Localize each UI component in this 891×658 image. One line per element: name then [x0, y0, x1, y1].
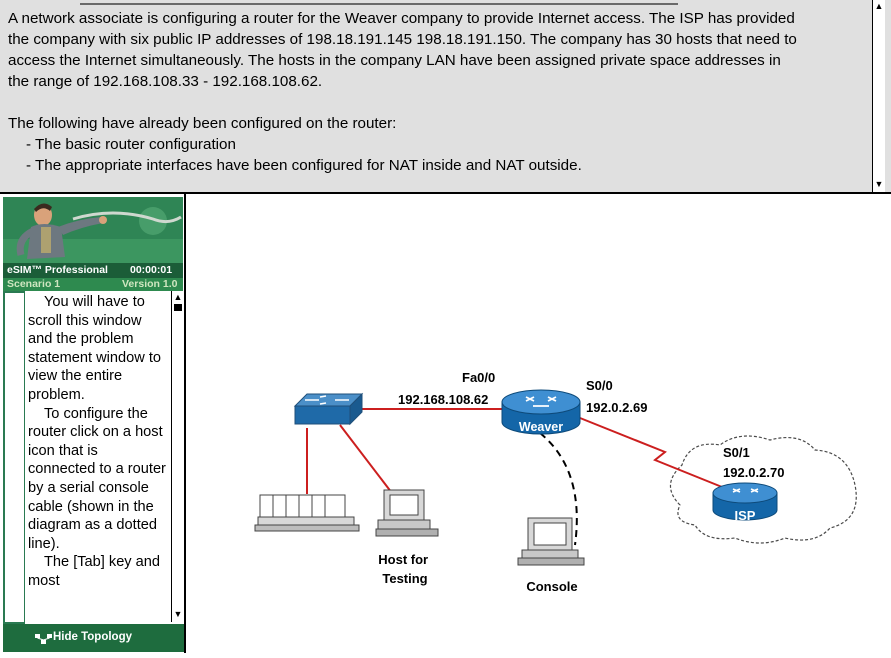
console-cable: [539, 432, 578, 546]
problem-line: the range of 192.168.108.33 - 192.168.10…: [8, 73, 323, 90]
problem-bullet: - The basic router configuration: [26, 136, 236, 153]
fa00-label: Fa0/0: [462, 370, 495, 385]
scroll-up-arrow-icon[interactable]: ▲: [173, 292, 183, 302]
scroll-up-arrow-icon[interactable]: ▲: [874, 1, 884, 11]
weaver-router-label: Weaver: [519, 420, 563, 434]
problem-scrollbar[interactable]: ▲ ▼: [872, 0, 885, 192]
isp-router-label: ISP: [735, 508, 756, 523]
problem-line: the company with six public IP addresses…: [8, 31, 797, 48]
hide-topology-label: Hide Topology: [53, 631, 133, 643]
problem-line: A network associate is configuring a rou…: [8, 10, 795, 27]
fa00-ip-label: 192.168.108.62: [398, 392, 488, 407]
host-for-testing-icon[interactable]: [375, 489, 439, 537]
pc-cluster-icon[interactable]: [254, 494, 360, 532]
s01-label: S0/1: [723, 445, 750, 460]
scroll-thumb[interactable]: [174, 304, 182, 311]
host-for-testing-label: Host for Testing: [378, 552, 431, 586]
timer: 00:00:01: [130, 264, 173, 276]
scroll-down-arrow-icon[interactable]: ▼: [874, 179, 884, 189]
version-label: Version 1.0: [122, 278, 178, 290]
problem-bullet: - The appropriate interfaces have been c…: [26, 157, 582, 174]
instructions-text: You will have to scroll this window and …: [28, 293, 166, 622]
hide-topology-button[interactable]: Hide Topology: [3, 624, 184, 652]
network-technician-icon: [3, 197, 183, 263]
scenario-bar: Scenario 1 Version 1.0: [3, 278, 183, 291]
problem-line: access the Internet simultaneously. The …: [8, 52, 781, 69]
problem-lead: The following have already been configur…: [8, 115, 397, 132]
s00-label: S0/0: [586, 378, 613, 393]
host-label-line2: Testing: [382, 571, 427, 586]
console-pc-icon[interactable]: [517, 517, 585, 566]
topology-canvas: Weaver ISP Fa0/0 192.168.108.62 S0/0 192…: [254, 370, 857, 594]
topology-icon: [35, 634, 52, 644]
problem-text: A network associate is configuring a rou…: [8, 8, 870, 176]
link-switch-host: [339, 424, 396, 498]
problem-statement-panel: A network associate is configuring a rou…: [0, 0, 891, 194]
s00-ip-label: 192.0.2.69: [586, 400, 647, 415]
console-label: Console: [526, 579, 577, 594]
instruction-paragraph: You will have to scroll this window and …: [28, 294, 162, 403]
scenario-label: Scenario 1: [7, 278, 61, 290]
host-label-line1: Host for: [378, 552, 428, 567]
switch-icon[interactable]: [293, 392, 364, 426]
isp-router-icon[interactable]: ISP: [712, 482, 778, 523]
serial-link: [579, 417, 723, 488]
product-name: eSIM™ Professional: [7, 264, 108, 276]
scenario-panel: eSIM™ Professional 00:00:01 Scenario 1 V…: [0, 194, 186, 653]
topology-diagram: Weaver ISP Fa0/0 192.168.108.62 S0/0 192…: [186, 194, 891, 653]
banner-image: [3, 197, 183, 263]
instructions-pane: You will have to scroll this window and …: [3, 291, 184, 624]
scroll-down-arrow-icon[interactable]: ▼: [173, 609, 183, 619]
weaver-router-icon[interactable]: Weaver: [501, 389, 581, 435]
problem-top-divider: [80, 3, 678, 5]
instruction-paragraph: The [Tab] key and most: [28, 554, 161, 589]
s01-ip-label: 192.0.2.70: [723, 465, 784, 480]
product-title-bar: eSIM™ Professional 00:00:01: [3, 263, 183, 278]
instructions-scrollbar[interactable]: ▲ ▼: [171, 291, 184, 622]
instruction-paragraph: To configure the router click on a host …: [28, 405, 166, 552]
